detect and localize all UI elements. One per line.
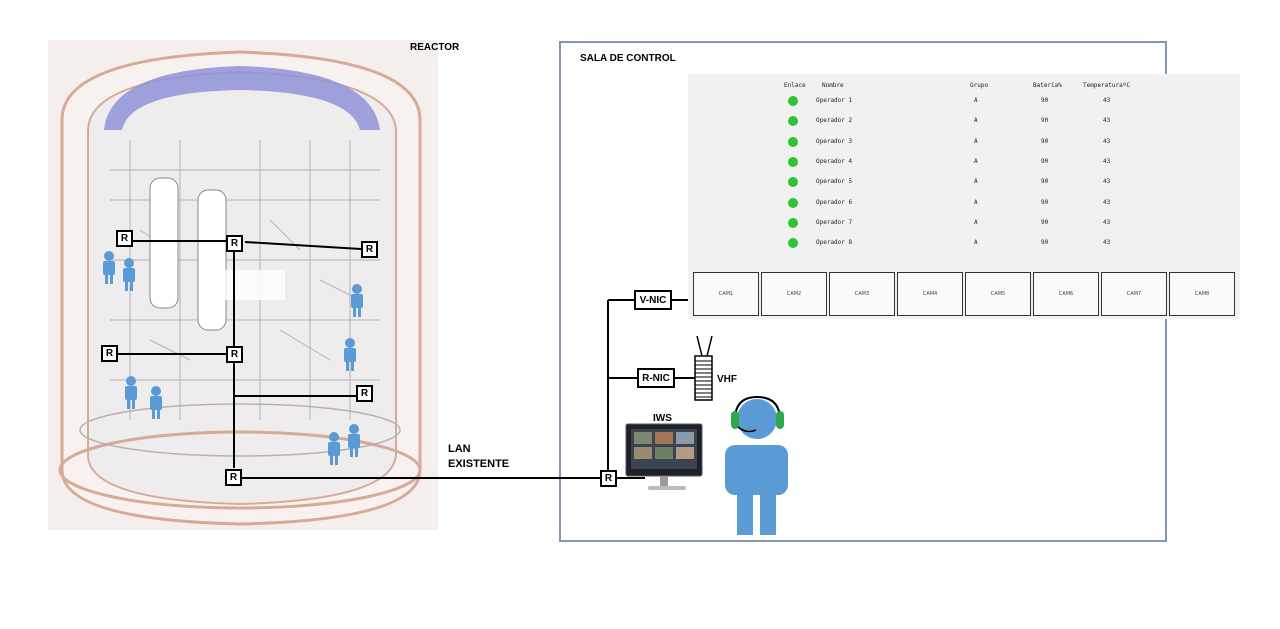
- operator-group: A: [974, 97, 978, 104]
- operator-name: Operador 6: [816, 198, 853, 206]
- router-node: R: [225, 469, 242, 486]
- operator-group: A: [974, 137, 978, 145]
- header-temperature: TemperaturaºC: [1083, 82, 1130, 89]
- operator-name: Operador 8: [816, 239, 853, 247]
- operator-temperature: 43: [1103, 137, 1111, 145]
- camera-tile[interactable]: CAM6: [1033, 272, 1099, 316]
- iws-label: IWS: [653, 413, 672, 424]
- workstation-monitor-icon: [625, 423, 703, 490]
- operator-name: Operador 5: [816, 178, 853, 186]
- operator-name: Operador 4: [816, 157, 853, 165]
- operator-temperature: 43: [1103, 157, 1111, 165]
- link-status-indicator: [788, 238, 798, 249]
- control-room-label: SALA DE CONTROL: [580, 53, 676, 64]
- operator-name: Operador 2: [816, 117, 853, 125]
- operator-temperature: 43: [1103, 198, 1111, 206]
- operator-group: A: [974, 178, 978, 186]
- operator-group: A: [974, 218, 978, 226]
- header-name: Nombre: [822, 82, 844, 89]
- operator-group: A: [974, 239, 978, 247]
- operator-battery: 90: [1041, 178, 1049, 186]
- reactor-label: REACTOR: [410, 42, 460, 53]
- operator-temperature: 43: [1103, 97, 1111, 104]
- operator-temperature: 43: [1103, 239, 1111, 247]
- operator-battery: 90: [1041, 137, 1049, 145]
- operator-group: A: [974, 157, 978, 165]
- operator-battery: 90: [1041, 218, 1049, 226]
- camera-tile[interactable]: CAM3: [829, 272, 895, 316]
- operator-battery: 90: [1041, 117, 1049, 125]
- r-nic-box: R-NIC: [637, 368, 675, 388]
- operator-battery: 90: [1041, 198, 1049, 206]
- link-status-indicator: [788, 116, 798, 127]
- lan-label-line1: LAN: [448, 443, 471, 455]
- router-node: R: [101, 345, 118, 362]
- camera-tile[interactable]: CAM1: [693, 272, 759, 316]
- operator-temperature: 43: [1103, 178, 1111, 186]
- router-node: R: [356, 385, 373, 402]
- operator-name: Operador 7: [816, 218, 853, 226]
- link-status-indicator: [788, 217, 798, 228]
- operator-temperature: 43: [1103, 218, 1111, 226]
- router-node: R: [116, 230, 133, 247]
- operator-name: Operador 1: [816, 97, 853, 104]
- operator-name: Operador 3: [816, 137, 853, 145]
- vhf-label: VHF: [717, 374, 737, 385]
- operator-temperature: 43: [1103, 117, 1111, 125]
- camera-tile[interactable]: CAM2: [761, 272, 827, 316]
- operator-battery: 90: [1041, 97, 1049, 104]
- operator-battery: 90: [1041, 157, 1049, 165]
- control-operator-icon: [725, 395, 788, 535]
- v-nic-box: V-NIC: [634, 290, 672, 310]
- camera-tile[interactable]: CAM7: [1101, 272, 1167, 316]
- camera-tile[interactable]: CAM8: [1169, 272, 1235, 316]
- header-link: Enlace: [784, 82, 806, 89]
- router-node: R: [226, 346, 243, 363]
- operator-group: A: [974, 117, 978, 125]
- router-node: R: [361, 241, 378, 258]
- header-group: Grupo: [970, 82, 989, 89]
- operator-battery: 90: [1041, 239, 1049, 247]
- camera-tile[interactable]: CAM5: [965, 272, 1031, 316]
- link-status-indicator: [788, 156, 798, 167]
- link-status-indicator: [788, 136, 798, 147]
- header-battery: Batería%: [1033, 82, 1062, 89]
- lan-label-line2: EXISTENTE: [448, 458, 510, 470]
- link-status-indicator: [788, 177, 798, 188]
- vhf-radio-icon: [694, 335, 713, 401]
- router-node: R: [226, 235, 243, 252]
- link-status-indicator: [788, 197, 798, 208]
- router-node: R: [600, 470, 617, 487]
- field-worker-icons: [103, 251, 363, 465]
- operator-group: A: [974, 198, 978, 206]
- lan-label: LAN EXISTENTE: [448, 442, 509, 472]
- camera-tile[interactable]: CAM4: [897, 272, 963, 316]
- link-status-indicator: [788, 96, 798, 106]
